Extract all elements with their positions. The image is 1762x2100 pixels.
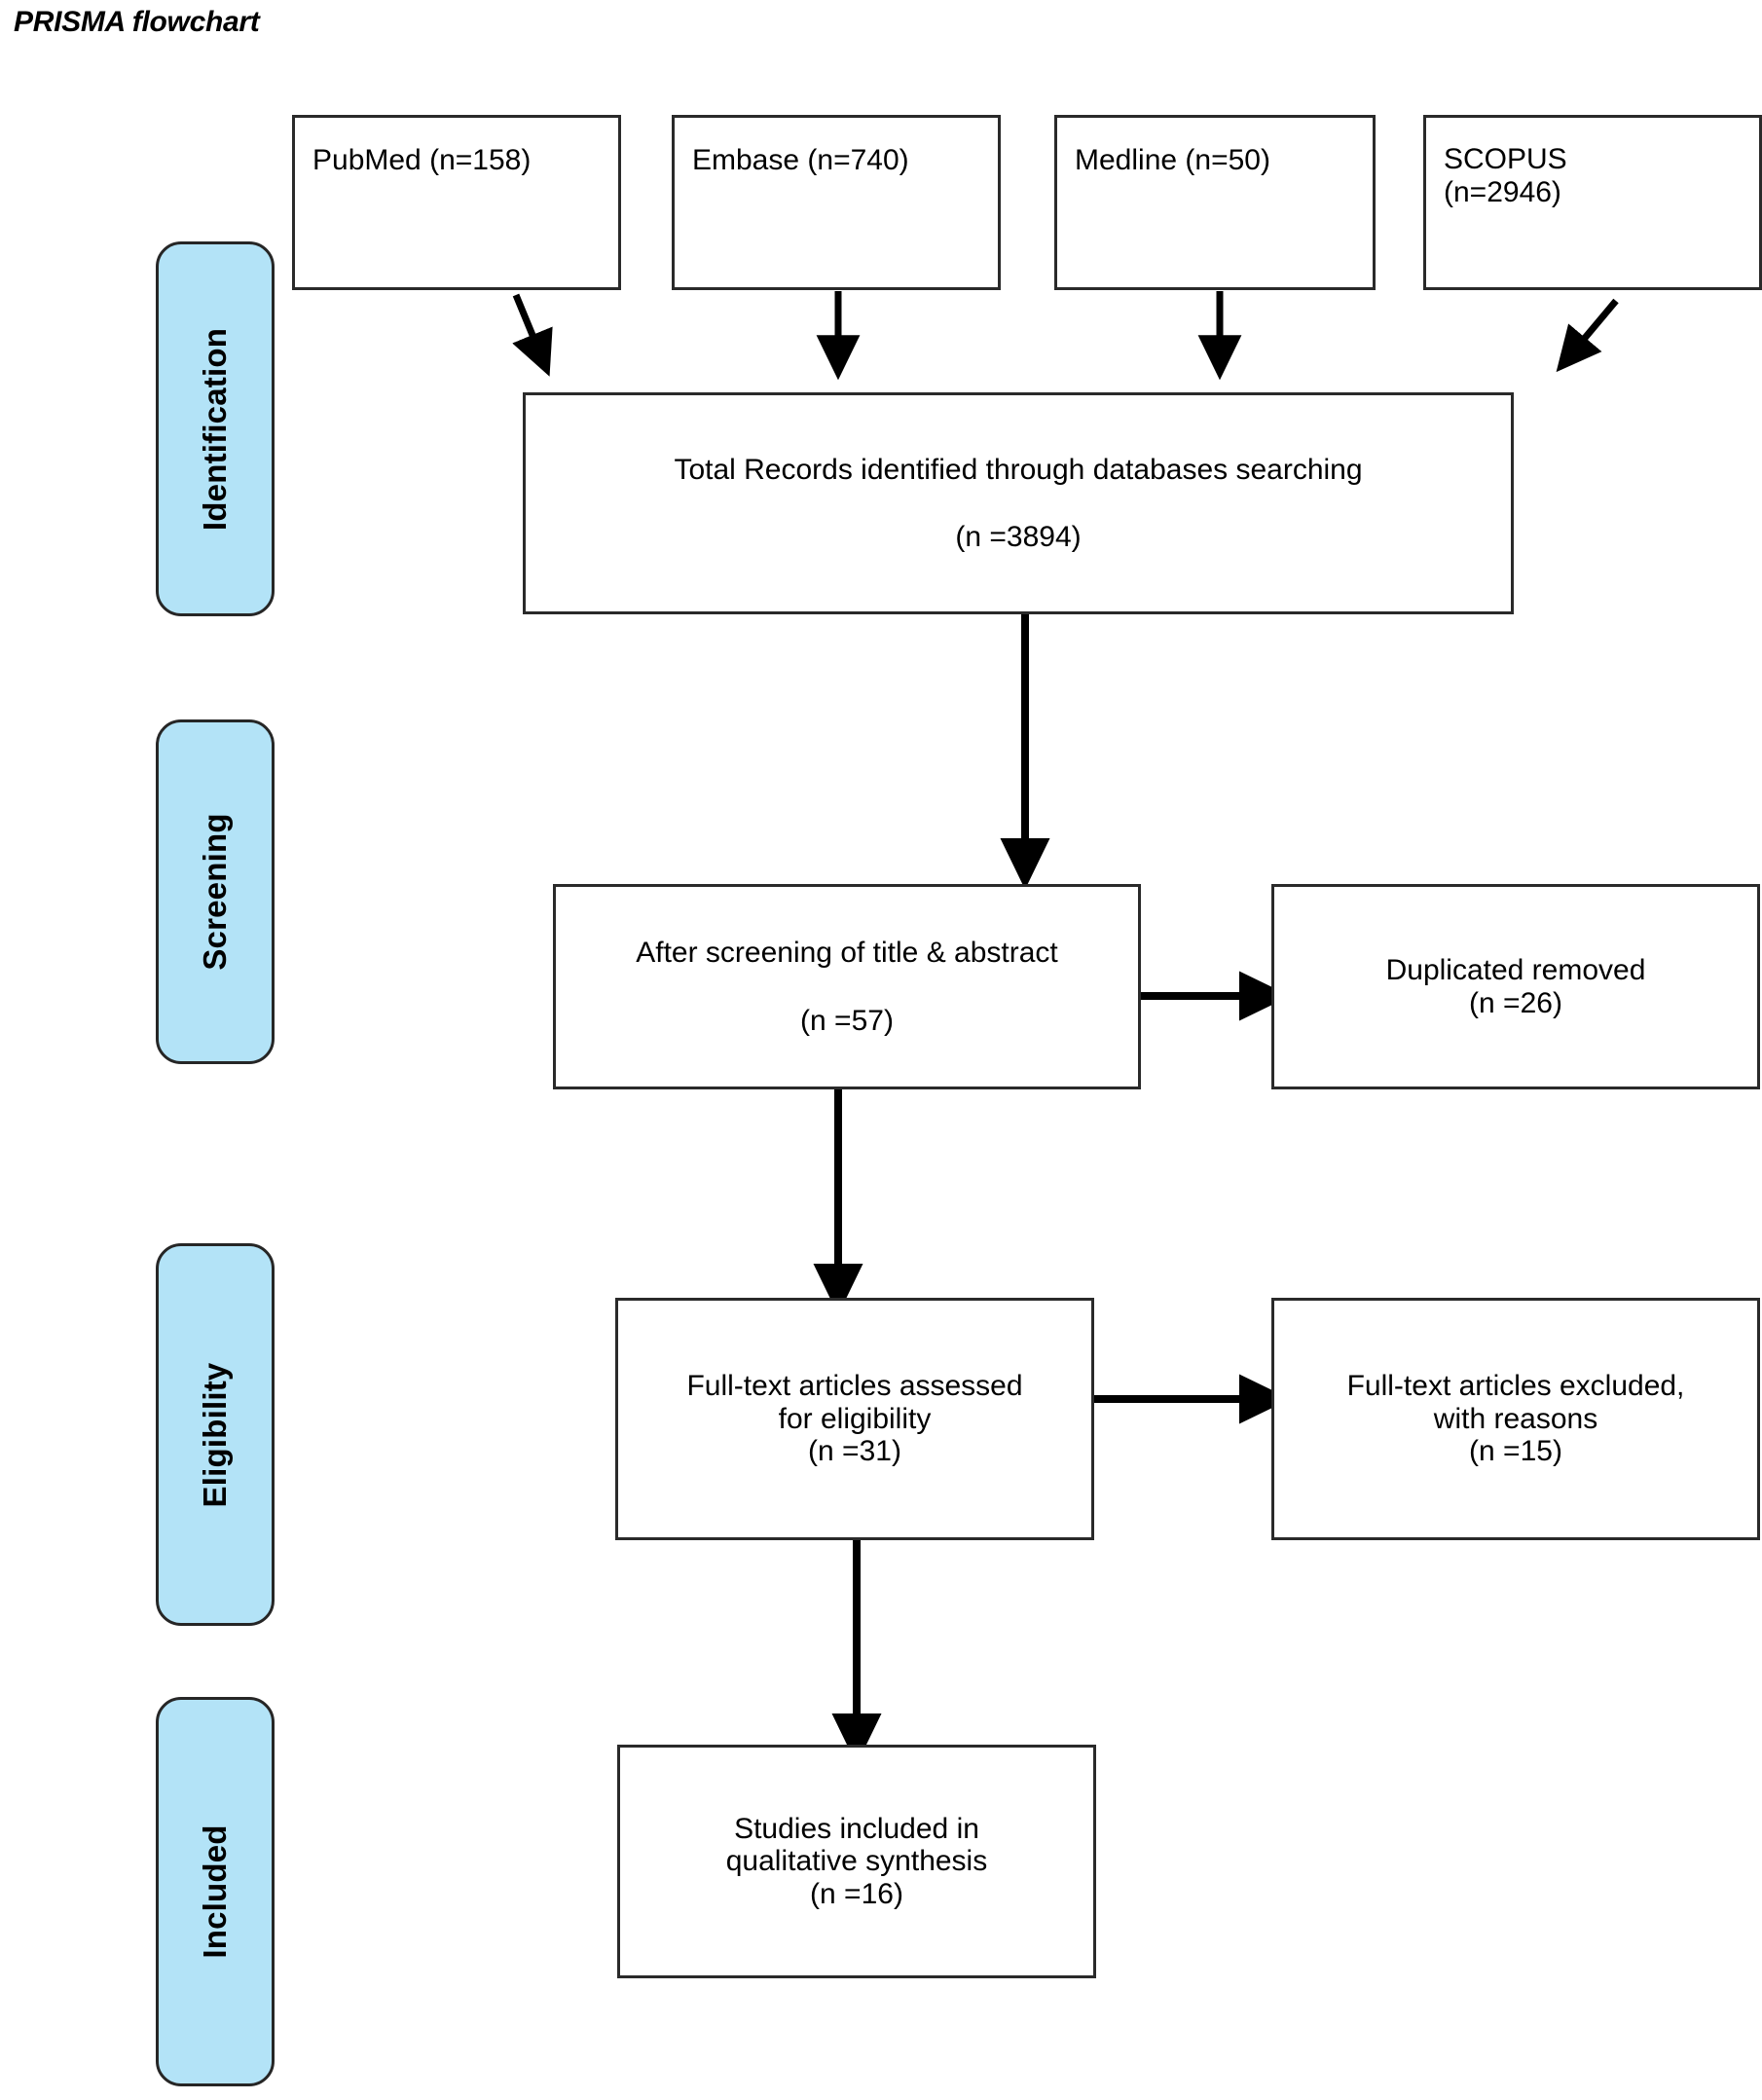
stage-pill-included: Included (156, 1697, 275, 2086)
after-screening-line2: (n =57) (800, 1004, 894, 1037)
box-studies-included: Studies included in qualitative synthesi… (617, 1745, 1096, 1978)
box-duplicates-removed: Duplicated removed (n =26) (1271, 884, 1760, 1089)
fulltext-assessed-line3: (n =31) (808, 1435, 901, 1468)
source-box-embase: Embase (n=740) (672, 115, 1001, 290)
duplicates-removed-line1: Duplicated removed (1385, 953, 1646, 986)
stage-label-eligibility: Eligibility (197, 1362, 233, 1507)
total-records-spacer (526, 487, 1511, 520)
source-medline-line1: Medline (n=50) (1075, 144, 1270, 176)
box-fulltext-excluded: Full-text articles excluded, with reason… (1271, 1298, 1760, 1540)
stage-label-screening: Screening (197, 813, 233, 971)
fulltext-assessed-line2: for eligibility (778, 1402, 932, 1435)
source-pubmed-line1: PubMed (n=158) (312, 144, 532, 176)
page-title: PRISMA flowchart (14, 6, 260, 38)
source-box-medline: Medline (n=50) (1054, 115, 1376, 290)
source-embase-line1: Embase (n=740) (692, 144, 909, 176)
stage-pill-identification: Identification (156, 241, 275, 616)
arrow-scopus-to-total (1556, 298, 1619, 373)
duplicates-removed-line2: (n =26) (1469, 986, 1562, 1019)
box-after-screening: After screening of title & abstract (n =… (553, 884, 1141, 1089)
studies-included-line2: qualitative synthesis (725, 1845, 988, 1878)
fulltext-assessed-line1: Full-text articles assessed (686, 1370, 1023, 1403)
source-scopus-line2: (n=2946) (1444, 175, 1561, 208)
stage-label-identification: Identification (197, 327, 233, 531)
stage-label-included: Included (197, 1824, 233, 1959)
stage-pill-screening: Screening (156, 719, 275, 1064)
studies-included-line3: (n =16) (810, 1877, 903, 1910)
box-fulltext-assessed: Full-text articles assessed for eligibil… (615, 1298, 1094, 1540)
total-records-line1: Total Records identified through databas… (674, 453, 1363, 486)
after-screening-spacer (556, 971, 1138, 1004)
studies-included-line1: Studies included in (734, 1812, 979, 1845)
fulltext-excluded-line1: Full-text articles excluded, (1346, 1370, 1685, 1403)
stage-pill-eligibility: Eligibility (156, 1243, 275, 1626)
box-total-records: Total Records identified through databas… (523, 392, 1514, 614)
total-records-line2: (n =3894) (955, 521, 1082, 553)
source-scopus-line1: SCOPUS (1444, 143, 1567, 175)
fulltext-excluded-line2: with reasons (1433, 1402, 1598, 1435)
source-box-pubmed: PubMed (n=158) (292, 115, 621, 290)
fulltext-excluded-line3: (n =15) (1469, 1435, 1562, 1468)
after-screening-line1: After screening of title & abstract (636, 937, 1058, 970)
source-box-scopus: SCOPUS (n=2946) (1423, 115, 1762, 290)
arrow-pubmed-to-total (512, 293, 553, 377)
